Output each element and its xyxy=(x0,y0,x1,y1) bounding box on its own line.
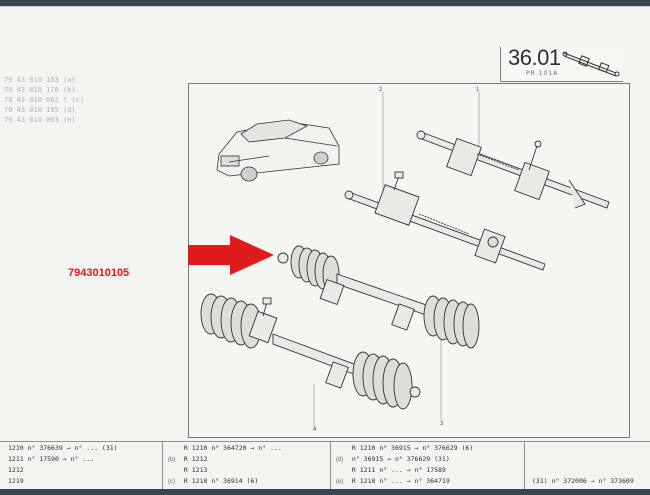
table-row: R 1211 n° ... → n° 17589 xyxy=(336,466,446,474)
ref-code: 1210 xyxy=(8,444,24,452)
code-line: 79 43 010 062 † (c) xyxy=(4,96,85,104)
table-row: (c) R 1210 n° 36914 (6) xyxy=(168,477,258,485)
ref-text: R 1211 n° ... → n° 17589 xyxy=(351,466,446,474)
row-letter: (d) xyxy=(336,457,344,463)
section-subtitle: PR 101A xyxy=(526,70,559,77)
row-letter: (b) xyxy=(168,457,176,463)
column-divider xyxy=(330,441,331,489)
table-divider xyxy=(0,441,650,442)
code-line: 79 43 010 170 (b) xyxy=(4,86,76,94)
steering-rack-illustration xyxy=(277,245,480,349)
table-row: R 1210 n° 364720 → n° ... xyxy=(168,444,282,452)
ref-text: (31) n° 372006 → n° 373609 xyxy=(532,477,634,485)
column-divider xyxy=(524,441,525,489)
ref-code: 1211 xyxy=(8,455,24,463)
callout-label: 3 xyxy=(440,421,444,427)
table-row: R 1213 xyxy=(168,466,207,474)
ref-text: R 1210 n° 36915 → n° 376629 (6) xyxy=(351,444,474,452)
steering-rack-header-icon xyxy=(560,47,624,79)
row-letter: (e) xyxy=(336,479,344,485)
callout-label: 4 xyxy=(313,427,317,433)
ref-text: R 1213 xyxy=(183,466,208,474)
table-row: (d) n° 36915 → n° 376629 (31) xyxy=(336,455,450,463)
ref-text: n° 376639 → n° ... (31) xyxy=(27,444,118,452)
catalog-page: 79 43 010 163 (a) 79 43 010 170 (b) 79 4… xyxy=(0,6,650,489)
table-row: (b) R 1212 xyxy=(168,455,207,463)
red-pointer-arrow-icon xyxy=(188,235,274,275)
table-row: (e) R 1210 n° ... → n° 364719 xyxy=(336,477,450,485)
code-line: 79 43 010 163 (a) xyxy=(4,76,76,84)
ref-text: R 1210 n° ... → n° 364719 xyxy=(351,477,450,485)
table-row: 1211 n° 17590 → n° ... xyxy=(8,455,94,463)
section-header-box xyxy=(500,47,623,82)
car-illustration xyxy=(216,119,340,182)
ref-code: 1219 xyxy=(8,477,24,485)
ref-text: n° 17590 → n° ... xyxy=(27,455,95,463)
steering-rack-illustration xyxy=(344,171,546,271)
row-letter: (c) xyxy=(168,479,175,485)
steering-rack-illustration xyxy=(200,293,421,410)
ref-text: R 1210 n° 364720 → n° ... xyxy=(183,444,282,452)
code-line: 79 43 010 063 (e) xyxy=(4,116,76,124)
table-row: R 1210 n° 36915 → n° 376629 (6) xyxy=(336,444,473,452)
callout-label: 2 xyxy=(379,87,383,93)
ref-text: R 1210 n° 36914 (6) xyxy=(183,477,259,485)
part-number: 7943010105 xyxy=(68,267,130,279)
table-row: 1212 xyxy=(8,466,24,474)
ref-text: n° 36915 → n° 376629 (31) xyxy=(351,455,450,463)
section-number: 36.01 xyxy=(508,45,561,70)
ref-text: R 1212 xyxy=(183,455,208,463)
column-divider xyxy=(162,441,163,489)
table-row: (31) n° 372006 → n° 373609 xyxy=(532,477,634,485)
ref-code: 1212 xyxy=(8,466,24,474)
steering-rack-illustration xyxy=(416,130,610,209)
callout-label: 1 xyxy=(476,87,480,93)
illustration-panel xyxy=(188,83,630,438)
table-row: 1219 xyxy=(8,477,24,485)
code-line: 79 43 010 105 (d) xyxy=(4,106,76,114)
table-row: 1210 n° 376639 → n° ... (31) xyxy=(8,444,118,452)
reference-table: 1210 n° 376639 → n° ... (31) 1211 n° 175… xyxy=(0,441,650,495)
faded-part-codes: 79 43 010 163 (a) 79 43 010 170 (b) 79 4… xyxy=(4,75,124,125)
